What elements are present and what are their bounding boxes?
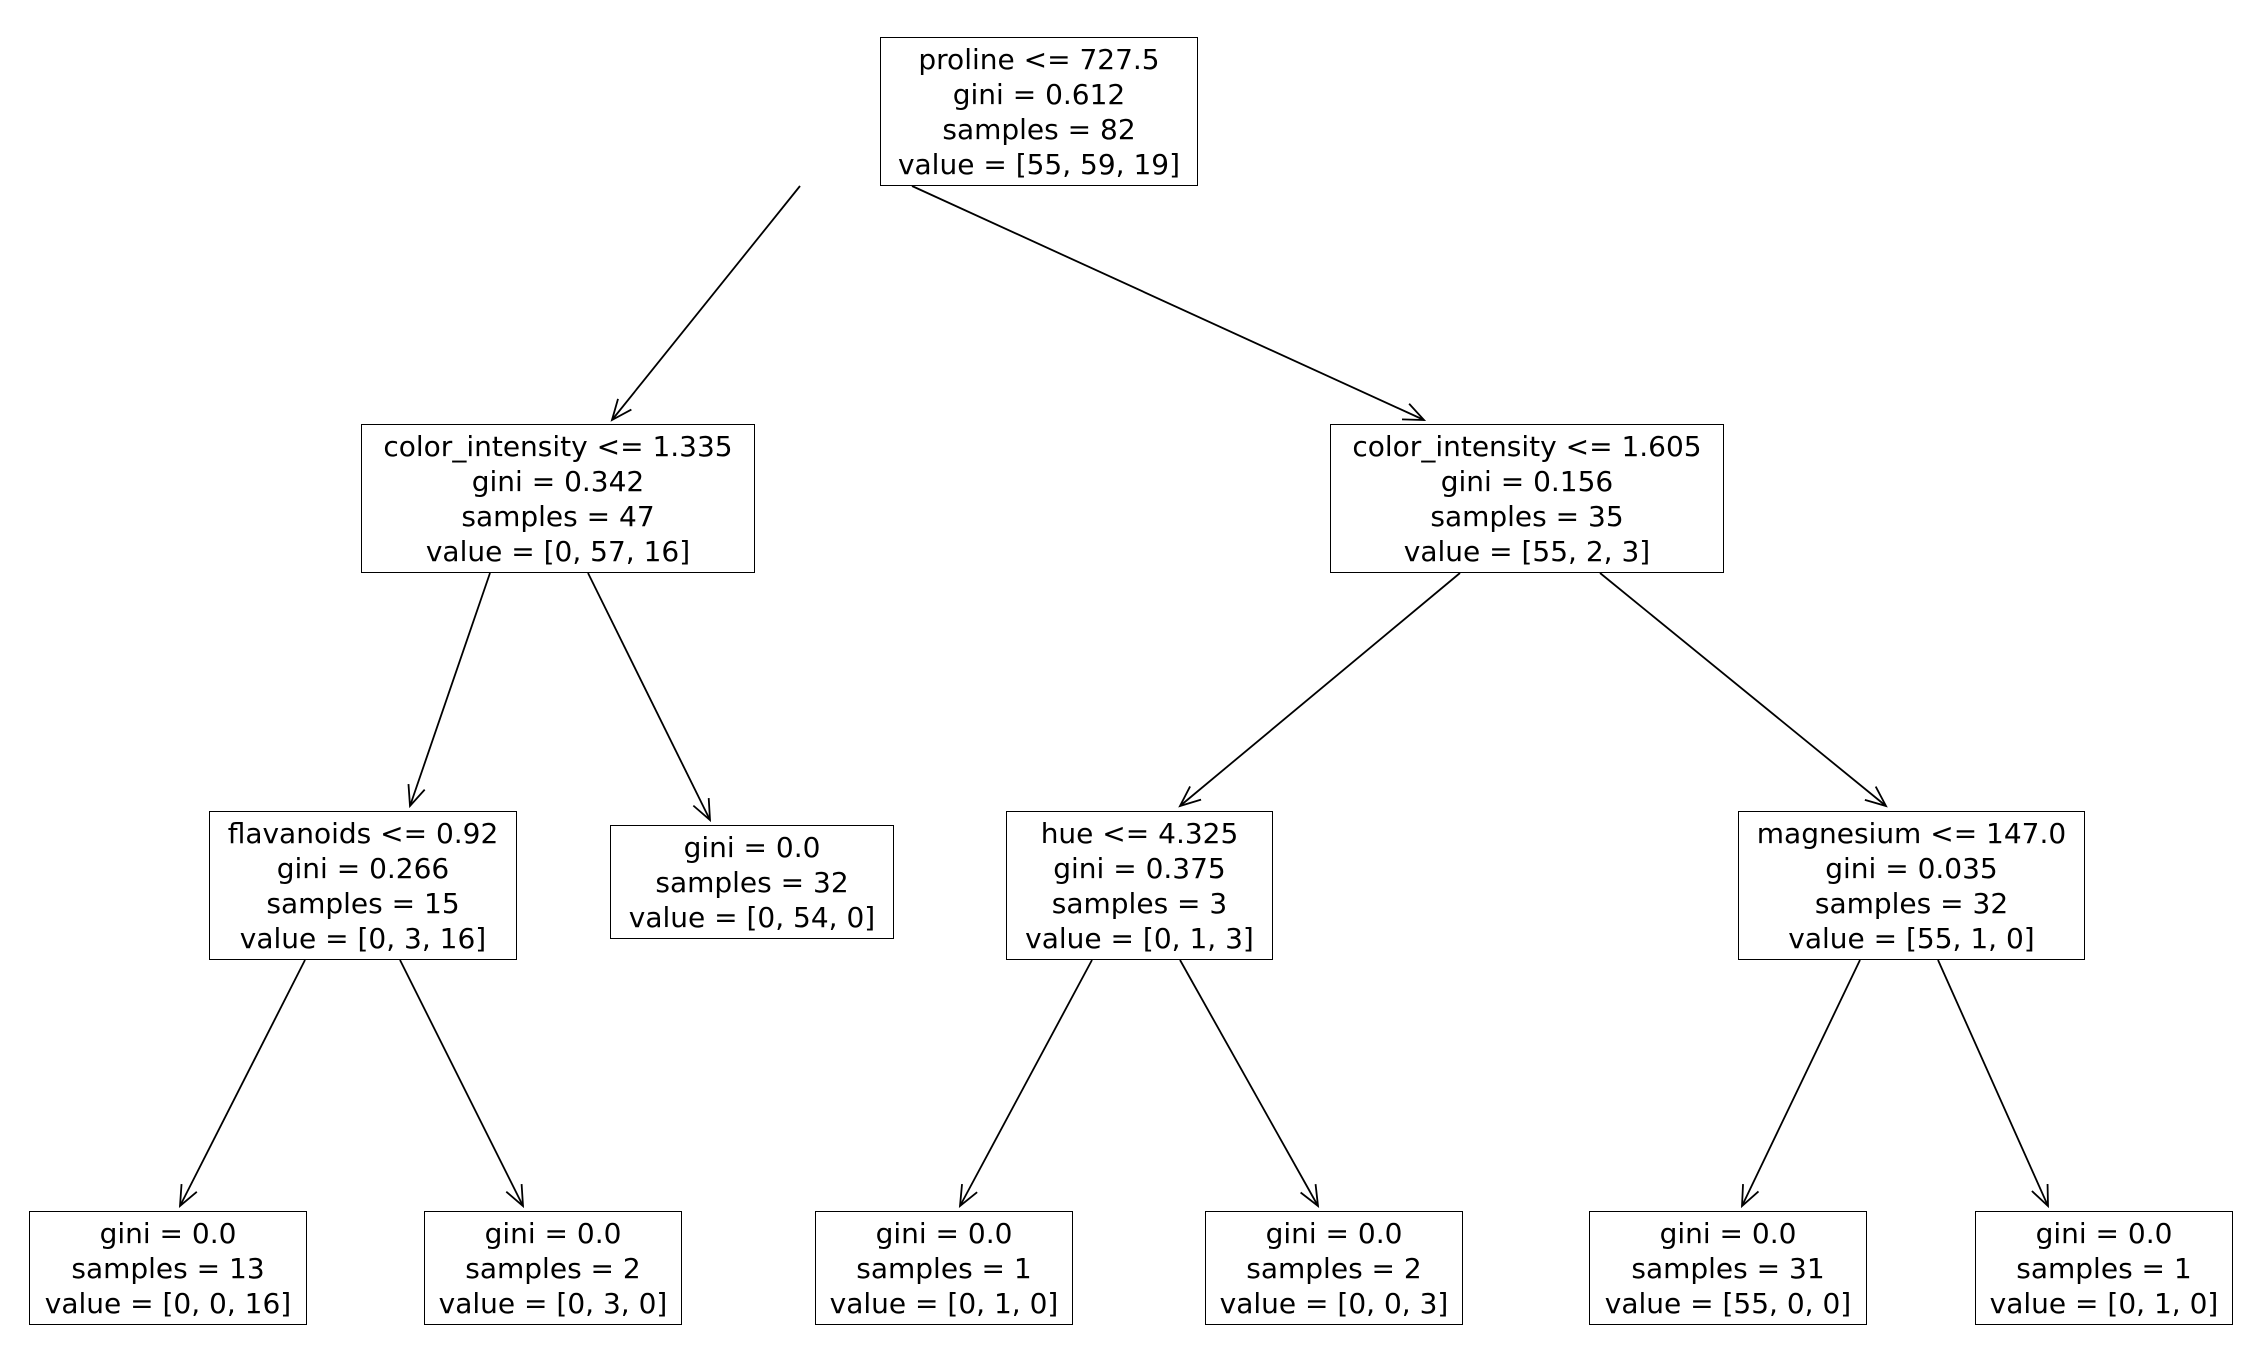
arrowhead-icon <box>610 398 632 422</box>
arrowhead-icon <box>407 783 426 809</box>
arrowhead-icon <box>1741 1183 1760 1209</box>
arrowhead-icon <box>2031 1183 2049 1209</box>
tree-edge-n8-to-n9 <box>1178 572 1461 808</box>
node-gini-text: gini = 0.0 <box>683 830 821 864</box>
arrowhead-icon <box>958 1184 978 1209</box>
node-gini-text: gini = 0.0 <box>1265 1216 1403 1250</box>
node-value-text: value = [0, 1, 3] <box>1025 921 1254 955</box>
tree-edge-n9-to-n11 <box>1179 959 1320 1209</box>
tree-edge-n1-to-n2 <box>407 572 491 809</box>
node-value-text: value = [0, 1, 0] <box>1989 1286 2219 1320</box>
tree-edge-n2-to-n3 <box>178 959 306 1209</box>
node-value-text: value = [0, 3, 16] <box>239 921 487 955</box>
tree-edge-n1-to-n7 <box>587 572 712 823</box>
tree-edge-n2-to-n4 <box>399 959 525 1209</box>
node-gini-text: gini = 0.0 <box>875 1216 1013 1250</box>
node-condition-text: color_intensity <= 1.605 <box>1352 429 1702 463</box>
node-gini-text: gini = 0.035 <box>1825 851 1998 885</box>
node-gini-text: gini = 0.612 <box>952 77 1126 111</box>
node-gini-text: gini = 0.0 <box>2035 1216 2173 1250</box>
arrowhead-icon <box>692 797 712 823</box>
node-gini-text: gini = 0.266 <box>276 851 450 885</box>
tree-edge-n0-to-n8 <box>911 185 1427 421</box>
node-gini-text: gini = 0.375 <box>1053 851 1226 885</box>
node-samples-text: samples = 32 <box>655 865 849 899</box>
node-gini-text: gini = 0.0 <box>484 1216 622 1250</box>
arrowhead-icon <box>1864 786 1888 808</box>
node-condition-text: magnesium <= 147.0 <box>1756 816 2067 850</box>
tree-edge-n9-to-n10 <box>958 959 1093 1209</box>
node-samples-text: samples = 35 <box>1430 499 1624 533</box>
node-gini-text: gini = 0.0 <box>99 1216 237 1250</box>
node-condition-text: flavanoids <= 0.92 <box>227 816 499 850</box>
node-condition-text: hue <= 4.325 <box>1040 816 1239 850</box>
tree-edge-n12-to-n14 <box>1937 959 2049 1209</box>
node-value-text: value = [55, 2, 3] <box>1403 534 1651 568</box>
node-value-text: value = [0, 3, 0] <box>438 1286 668 1320</box>
arrowhead-icon <box>505 1183 525 1209</box>
node-value-text: value = [0, 0, 16] <box>44 1286 292 1320</box>
node-value-text: value = [55, 0, 0] <box>1604 1286 1852 1320</box>
node-samples-text: samples = 3 <box>1051 886 1228 920</box>
node-samples-text: samples = 47 <box>461 499 655 533</box>
tree-edge-n8-to-n12 <box>1599 572 1888 808</box>
tree-edge-n12-to-n13 <box>1741 959 1861 1209</box>
node-samples-text: samples = 2 <box>465 1251 641 1285</box>
node-samples-text: samples = 13 <box>71 1251 265 1285</box>
node-samples-text: samples = 2 <box>1246 1251 1422 1285</box>
node-samples-text: samples = 31 <box>1631 1251 1825 1285</box>
node-samples-text: samples = 32 <box>1814 886 2009 920</box>
node-value-text: value = [0, 57, 16] <box>425 534 691 568</box>
node-condition-text: proline <= 727.5 <box>918 42 1160 76</box>
tree-edge-n0-to-n1 <box>610 185 801 422</box>
node-value-text: value = [0, 0, 3] <box>1219 1286 1449 1320</box>
arrowhead-icon <box>1401 403 1427 421</box>
node-samples-text: samples = 15 <box>266 886 460 920</box>
node-samples-text: samples = 1 <box>856 1251 1032 1285</box>
node-value-text: value = [0, 1, 0] <box>829 1286 1059 1320</box>
node-value-text: value = [55, 59, 19] <box>897 147 1181 181</box>
arrowhead-icon <box>1178 786 1202 808</box>
arrowhead-icon <box>1300 1184 1320 1209</box>
node-condition-text: color_intensity <= 1.335 <box>383 429 733 463</box>
node-gini-text: gini = 0.156 <box>1440 464 1614 498</box>
node-samples-text: samples = 82 <box>942 112 1136 146</box>
node-value-text: value = [55, 1, 0] <box>1788 921 2035 955</box>
node-samples-text: samples = 1 <box>2016 1251 2192 1285</box>
node-value-text: value = [0, 54, 0] <box>628 900 876 934</box>
arrowhead-icon <box>178 1183 198 1209</box>
node-gini-text: gini = 0.0 <box>1659 1216 1797 1250</box>
node-gini-text: gini = 0.342 <box>471 464 645 498</box>
